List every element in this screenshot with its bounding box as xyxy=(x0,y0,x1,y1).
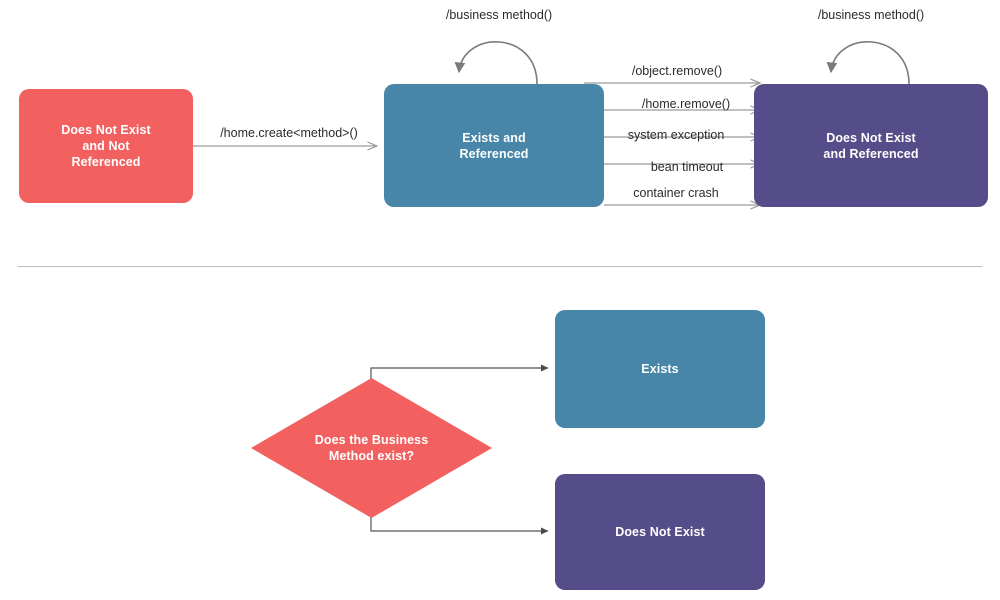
node-label: Exists xyxy=(641,362,679,376)
node-business-method-decision[interactable]: Does the Business Method exist? xyxy=(251,378,492,518)
node-label: Does Not Exist and Referenced xyxy=(823,130,919,161)
node-exists-and-referenced[interactable]: Exists and Referenced xyxy=(384,84,604,207)
node-exists[interactable]: Exists xyxy=(555,310,765,428)
edge-label-bean-timeout: bean timeout xyxy=(650,160,724,174)
edge-label-create: /home.create<method>() xyxy=(220,126,358,140)
edge-label-home-remove: /home.remove() xyxy=(641,97,731,111)
node-label: Does Not Exist and Not Referenced xyxy=(61,123,151,169)
node-does-not-exist-and-referenced[interactable]: Does Not Exist and Referenced xyxy=(754,84,988,207)
node-does-not-exist-and-not-referenced[interactable]: Does Not Exist and Not Referenced xyxy=(19,89,193,203)
edge-label-container-crash: container crash xyxy=(633,186,719,200)
node-label: Does the Business Method exist? xyxy=(314,433,429,463)
section-divider xyxy=(18,266,982,267)
edge-label-object-remove: /object.remove() xyxy=(631,64,723,78)
node-does-not-exist[interactable]: Does Not Exist xyxy=(555,474,765,590)
node-label: Does Not Exist xyxy=(615,525,705,539)
diamond-shape xyxy=(251,378,492,518)
edge-self-loop-exists xyxy=(454,41,538,85)
edge-label-system-exception: system exception xyxy=(627,128,725,142)
edge-label-self-loop-exists: /business method() xyxy=(445,8,553,22)
edge-label-self-loop-does-not-exist: /business method() xyxy=(817,8,925,22)
node-label: Exists and Referenced xyxy=(459,130,529,161)
edge-self-loop-does-not-exist xyxy=(826,41,910,85)
